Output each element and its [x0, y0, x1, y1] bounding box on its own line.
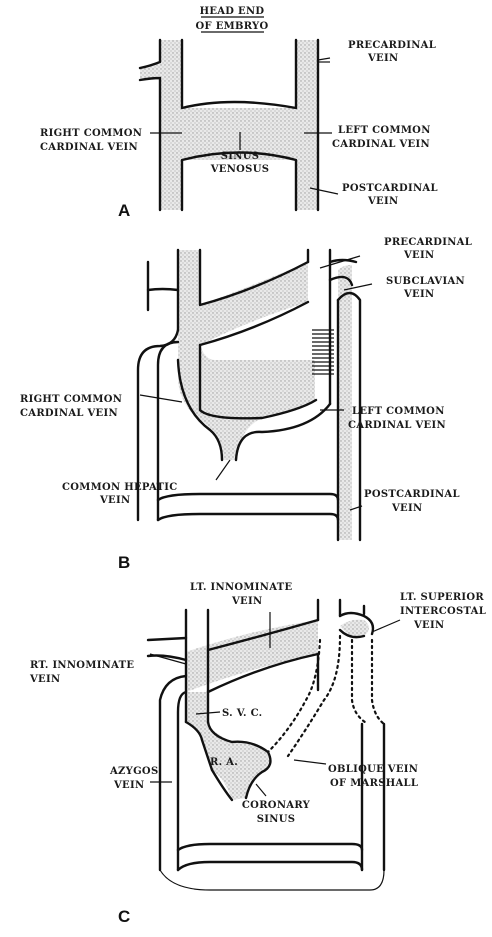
header: HEAD END OF EMBRYO [196, 6, 269, 32]
a-right-common-line-1: RIGHT COMMON [40, 128, 142, 139]
a-precardinal-line-2: VEIN [367, 53, 398, 64]
c-lt-sup-intercostal-line-3: VEIN [413, 620, 444, 631]
c-svc-label: S. V. C. [222, 708, 262, 719]
a-sinus-line-2: VENOSUS [210, 164, 270, 175]
panel-a-letter: A [118, 201, 130, 220]
a-sinus-line-1: SINUS [221, 151, 259, 162]
b-hepatic-line-1: COMMON HEPATIC [62, 482, 178, 493]
c-rt-innominate-line-2: VEIN [29, 674, 60, 685]
c-coronary-line-1: CORONARY [242, 800, 311, 811]
b-right-common-line-2: CARDINAL VEIN [20, 408, 118, 419]
b-subclavian-line-1: SUBCLAVIAN [386, 276, 465, 287]
c-coronary-line-2: SINUS [257, 814, 295, 825]
panel-b: PRECARDINAL VEIN SUBCLAVIAN VEIN RIGHT C… [20, 237, 472, 572]
a-precardinal-line-1: PRECARDINAL [348, 40, 436, 51]
c-lt-sup-intercostal-line-1: LT. SUPERIOR [400, 592, 484, 603]
panel-b-letter: B [118, 553, 130, 572]
header-line-2: OF EMBRYO [196, 21, 269, 32]
b-left-common-line-2: CARDINAL VEIN [348, 420, 446, 431]
b-precardinal-line-1: PRECARDINAL [384, 237, 472, 248]
panel-a: PRECARDINAL VEIN RIGHT COMMON CARDINAL V… [40, 40, 438, 220]
c-lt-innominate-line-2: VEIN [231, 596, 262, 607]
c-rt-innominate-line-1: RT. INNOMINATE [30, 660, 134, 671]
a-postcardinal-line-1: POSTCARDINAL [342, 183, 438, 194]
a-postcardinal-line-2: VEIN [367, 196, 398, 207]
panel-c-letter: C [118, 907, 130, 926]
a-right-common-line-2: CARDINAL VEIN [40, 142, 138, 153]
c-lt-innominate-line-1: LT. INNOMINATE [190, 582, 292, 593]
a-left-common-line-1: LEFT COMMON [338, 125, 431, 136]
b-postcardinal-line-2: VEIN [391, 503, 422, 514]
panel-c: LT. INNOMINATE VEIN LT. SUPERIOR INTERCO… [29, 582, 486, 926]
c-ra-label: R. A. [210, 757, 238, 768]
c-azygos-line-2: VEIN [113, 780, 144, 791]
header-line-1: HEAD END [200, 6, 265, 17]
c-oblique-line-1: OBLIQUE VEIN [328, 764, 418, 775]
b-subclavian-line-2: VEIN [403, 289, 434, 300]
b-precardinal-line-2: VEIN [403, 250, 434, 261]
c-azygos-line-1: AZYGOS [109, 766, 158, 777]
b-hepatic-line-2: VEIN [99, 495, 130, 506]
b-postcardinal-line-1: POSTCARDINAL [364, 489, 460, 500]
b-left-common-line-1: LEFT COMMON [352, 406, 445, 417]
b-right-common-line-1: RIGHT COMMON [20, 394, 122, 405]
a-left-common-line-2: CARDINAL VEIN [332, 139, 430, 150]
c-oblique-line-2: OF MARSHALL [330, 778, 418, 789]
c-lt-sup-intercostal-line-2: INTERCOSTAL [400, 606, 486, 617]
